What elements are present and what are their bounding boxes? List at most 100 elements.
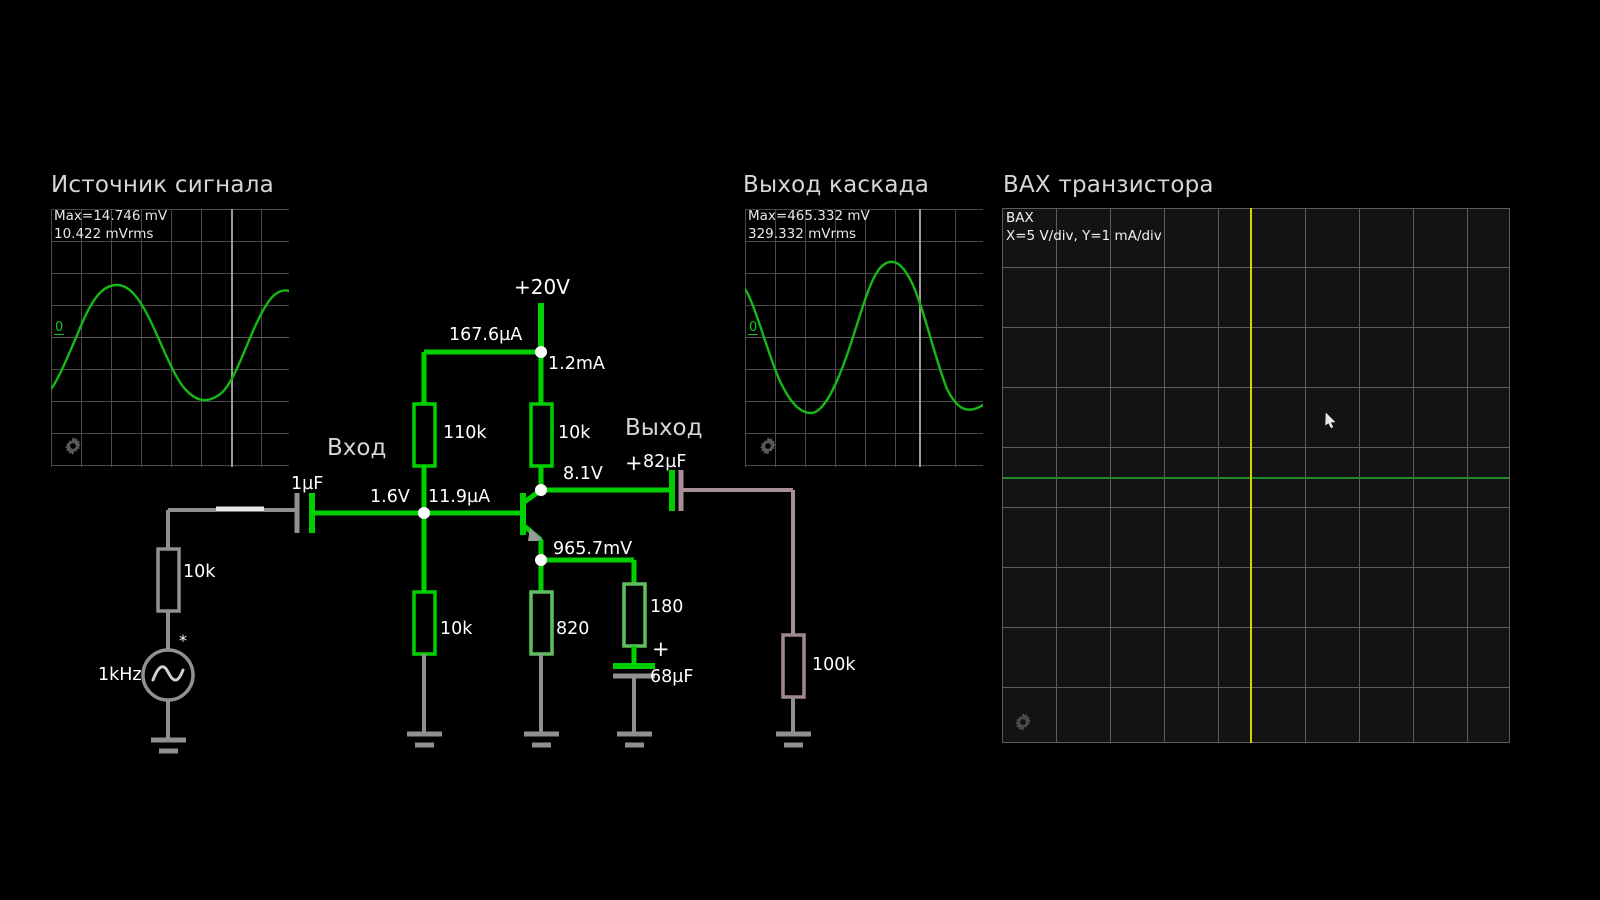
junction-dot: [418, 507, 430, 519]
gear-icon[interactable]: [62, 435, 84, 457]
resistor-110k-label: 110k: [443, 423, 487, 443]
capacitor-68uf-bypass[interactable]: [613, 663, 655, 733]
grid-line-h: [745, 369, 983, 370]
grid-line-h: [51, 241, 289, 242]
output-waveform-trace: [745, 260, 983, 415]
signal-source-branch[interactable]: [141, 493, 315, 739]
ground-symbol: [524, 731, 559, 748]
capacitor-1uf-label: 1µF: [291, 474, 324, 494]
grid-line-v: [261, 209, 262, 467]
grid-line-v: [895, 209, 896, 467]
grid-line-h: [1002, 627, 1510, 628]
grid-line-v: [1110, 208, 1111, 743]
mouse-cursor: [1324, 412, 1338, 429]
grid-line-h: [51, 273, 289, 274]
grid-line-v: [865, 209, 866, 467]
grid-line-h: [745, 401, 983, 402]
ground-symbol: [617, 731, 652, 748]
grid-line-v: [1164, 208, 1165, 743]
grid-line-h: [1002, 447, 1510, 448]
bias-top-wire[interactable]: [421, 349, 541, 404]
grid-line-v: [111, 209, 112, 467]
iv-x-axis: [1002, 477, 1510, 479]
collector-voltage-label: 8.1V: [563, 464, 603, 484]
iv-y-axis: [1250, 208, 1252, 743]
iv-plot-name-readout: ВАХ: [1006, 210, 1034, 226]
grid-line-v: [51, 209, 52, 467]
grid-line-h: [51, 209, 289, 210]
resistor-820-label: 820: [556, 619, 590, 639]
supply-voltage-label: +20V: [514, 275, 570, 299]
source-scope[interactable]: Max=14.746 mV 10.422 mVrms 0: [51, 209, 289, 467]
output-section-label: Выход: [625, 415, 703, 441]
ground-symbol: [151, 737, 186, 754]
grid-line-v: [1359, 208, 1360, 743]
npn-transistor-q1[interactable]: [520, 487, 544, 542]
gear-icon[interactable]: [1012, 711, 1034, 733]
collector-output-wire[interactable]: [541, 470, 675, 511]
grid-line-v: [775, 209, 776, 467]
grid-line-v: [835, 209, 836, 467]
grid-line-v: [81, 209, 82, 467]
grid-line-v: [1056, 208, 1057, 743]
zero-voltage-line: [745, 337, 983, 338]
emitter-voltage-label: 965.7mV: [553, 539, 633, 559]
resistor-100k-load[interactable]: [781, 633, 806, 733]
grid-line-h: [745, 433, 983, 434]
trigger-line: [231, 209, 233, 467]
grid-line-h: [1002, 742, 1510, 743]
resistor-10k-collector-label: 10k: [558, 423, 591, 443]
iv-plot-title: ВАХ транзистора: [1003, 172, 1214, 198]
gear-icon[interactable]: [757, 435, 779, 457]
grid-line-h: [745, 241, 983, 242]
grid-line-v: [955, 209, 956, 467]
iv-plot[interactable]: ВАХ X=5 V/div, Y=1 mA/div: [1002, 208, 1510, 743]
source-scope-title: Источник сигнала: [51, 172, 274, 198]
source-waveform-trace: [51, 283, 289, 402]
grid-line-h: [51, 401, 289, 402]
capacitor-68uf-label: 68µF: [650, 667, 694, 687]
grid-line-h: [745, 465, 983, 466]
resistor-10k-base[interactable]: [412, 590, 437, 733]
grid-line-h: [1002, 208, 1510, 209]
iv-plot-scale-readout: X=5 V/div, Y=1 mA/div: [1006, 228, 1162, 244]
output-scope-title: Выход каскада: [743, 172, 930, 198]
grid-line-v: [805, 209, 806, 467]
bias-current-label: 167.6µA: [449, 325, 523, 345]
resistor-10k-source-label: 10k: [183, 562, 216, 582]
grid-line-v: [201, 209, 202, 467]
base-voltage-label: 1.6V: [370, 487, 410, 507]
capacitor-82uf-polarity: +: [625, 451, 643, 475]
grid-line-v: [1002, 208, 1003, 743]
source-marker-asterisk: *: [179, 631, 187, 650]
grid-line-h: [745, 209, 983, 210]
base-current-label: 11.9µA: [428, 487, 491, 507]
resistor-110k[interactable]: [412, 402, 437, 512]
capacitor-82uf-output[interactable]: [678, 470, 795, 635]
junction-dot: [535, 554, 547, 566]
grid-line-h: [1002, 687, 1510, 688]
grid-line-v: [171, 209, 172, 467]
source-scope-zero-label: 0: [54, 320, 65, 335]
grid-line-h: [1002, 327, 1510, 328]
resistor-180-emitter[interactable]: [622, 582, 647, 666]
resistor-100k-label: 100k: [812, 655, 856, 675]
grid-line-v: [1413, 208, 1414, 743]
resistor-820-emitter[interactable]: [529, 590, 554, 733]
resistor-180-label: 180: [650, 597, 684, 617]
resistor-10k-collector[interactable]: [529, 402, 554, 490]
trigger-line: [919, 209, 921, 467]
grid-line-h: [51, 433, 289, 434]
output-scope[interactable]: Max=465.332 mV 329.332 mVrms 0: [745, 209, 983, 467]
input-section-label: Вход: [327, 435, 387, 461]
base-node-wire[interactable]: [313, 510, 523, 592]
grid-line-v: [1218, 208, 1219, 743]
grid-line-v: [745, 209, 746, 467]
grid-line-h: [1002, 507, 1510, 508]
ground-symbol: [407, 731, 442, 748]
grid-line-h: [51, 305, 289, 306]
zero-voltage-line: [51, 337, 289, 338]
output-scope-zero-label: 0: [748, 320, 759, 335]
